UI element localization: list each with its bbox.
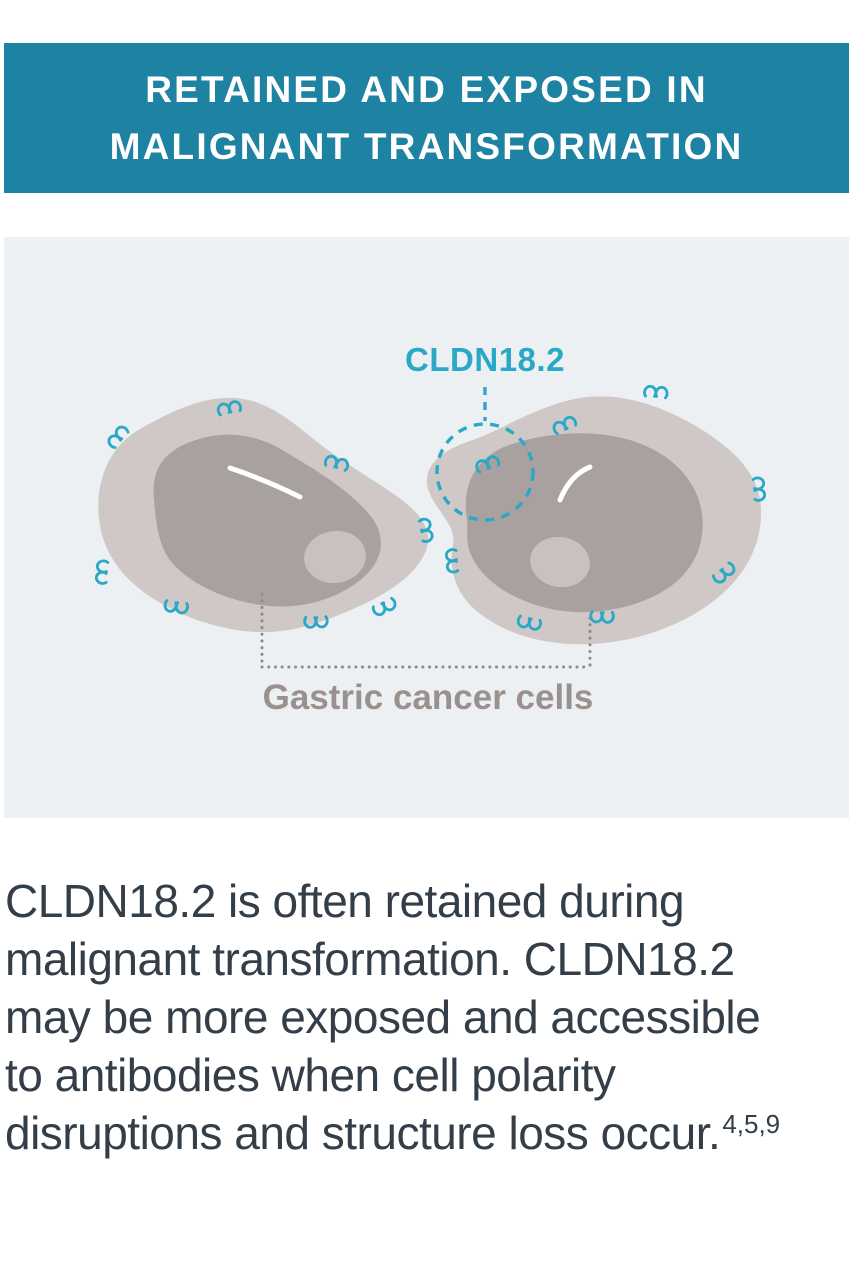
right-gastric-cancer-cell	[426, 396, 762, 645]
cell-shine-icon	[227, 465, 303, 500]
body-line-3: may be more exposed and accessible	[5, 991, 761, 1043]
banner-title-line1: RETAINED AND EXPOSED IN	[145, 69, 708, 110]
cell-shine-icon	[557, 464, 593, 503]
reference-superscript: 4,5,9	[722, 1109, 781, 1139]
body-line-5-text: disruptions and structure loss occur.	[5, 1107, 721, 1159]
banner-title-line2: MALIGNANT TRANSFORMATION	[109, 126, 744, 167]
cldn18-2-label: CLDN18.2	[405, 341, 565, 378]
body-paragraph: CLDN18.2 is often retained during malign…	[5, 872, 851, 1162]
gastric-cancer-cells-label: Gastric cancer cells	[262, 678, 594, 717]
cell-diagram-panel: CLDN18.2 Gastric cancer cells	[4, 237, 849, 818]
body-line-1: CLDN18.2 is often retained during	[5, 875, 685, 927]
left-gastric-cancer-cell	[98, 397, 429, 633]
body-line-4: to antibodies when cell polarity	[5, 1049, 616, 1101]
cldn18-2-highlight-circle-icon	[435, 422, 535, 522]
gastric-cancer-cells-illustration	[94, 384, 767, 669]
body-line-5: disruptions and structure loss occur.4,5…	[5, 1104, 851, 1162]
body-line-2: malignant transformation. CLDN18.2	[5, 933, 735, 985]
cells-pointer-dotted-bracket	[260, 592, 592, 669]
header-banner: RETAINED AND EXPOSED IN MALIGNANT TRANSF…	[4, 43, 849, 193]
cldn18-2-callout	[435, 387, 535, 522]
